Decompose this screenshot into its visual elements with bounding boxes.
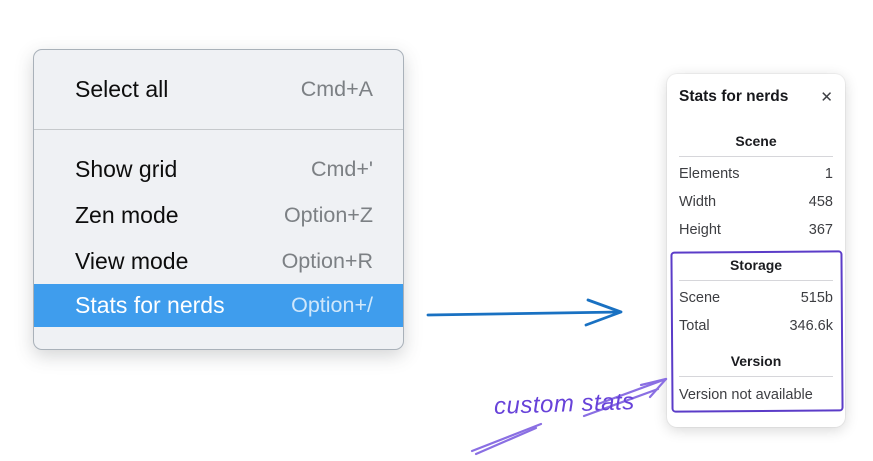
menu-item-stats-for-nerds[interactable]: Stats for nerds Option+/ xyxy=(34,284,403,327)
menu-item-shortcut: Option+Z xyxy=(283,202,373,227)
section-divider xyxy=(679,156,833,157)
stat-row-scene: Scene 515b xyxy=(679,284,833,312)
stat-label: Width xyxy=(679,194,717,210)
stat-value: 346.6k xyxy=(789,318,833,334)
menu-item-view-mode[interactable]: View mode Option+R xyxy=(34,238,403,284)
stat-value: 515b xyxy=(800,290,833,306)
menu-item-label: Zen mode xyxy=(75,201,179,228)
menu-item-show-grid[interactable]: Show grid Cmd+' xyxy=(34,146,403,192)
section-heading: Storage xyxy=(729,257,783,273)
stat-row-total: Total 346.6k xyxy=(679,312,833,340)
menu-item-label: View mode xyxy=(75,247,189,274)
stat-value: 1 xyxy=(824,166,833,182)
stat-label: Scene xyxy=(679,290,721,306)
stat-value: 458 xyxy=(808,194,833,210)
menu-item-label: Stats for nerds xyxy=(75,292,225,318)
version-note: Version not available xyxy=(679,387,813,403)
stat-row-elements: Elements 1 xyxy=(679,160,833,188)
section-heading: Scene xyxy=(735,133,777,149)
menu-item-zen-mode[interactable]: Zen mode Option+Z xyxy=(34,192,403,238)
menu-divider xyxy=(34,129,403,130)
menu-item-label: Show grid xyxy=(75,155,178,182)
stat-row-height: Height 367 xyxy=(679,216,833,244)
pointer-arrow-strokes xyxy=(426,298,623,327)
menu-item-shortcut: Cmd+A xyxy=(300,77,373,101)
pointer-arrow xyxy=(426,298,623,327)
custom-stats-arrow-strokes xyxy=(470,377,668,456)
stats-panel-title: Stats for nerds xyxy=(679,88,789,105)
section-divider xyxy=(679,376,833,377)
stat-label: Height xyxy=(679,222,721,238)
stat-value: 367 xyxy=(808,222,833,238)
section-heading: Version xyxy=(730,353,782,369)
menu-item-select-all[interactable]: Select all Cmd+A xyxy=(34,67,403,113)
menu-item-shortcut: Option+/ xyxy=(291,293,373,317)
close-icon[interactable]: ✕ xyxy=(820,88,833,106)
custom-stats-arrow xyxy=(470,377,668,456)
menu-item-label: Select all xyxy=(75,76,169,102)
stat-label: Total xyxy=(679,318,710,334)
stat-row-width: Width 458 xyxy=(679,188,833,216)
custom-stats-label: custom stats xyxy=(493,388,636,420)
menu-item-shortcut: Cmd+' xyxy=(310,156,373,181)
stats-panel-header: Stats for nerds ✕ xyxy=(679,86,833,108)
menu-group-top: Select all Cmd+A xyxy=(34,50,403,129)
section-divider xyxy=(679,280,833,281)
menu-item-shortcut: Option+R xyxy=(281,248,373,273)
stat-label: Elements xyxy=(679,166,740,182)
